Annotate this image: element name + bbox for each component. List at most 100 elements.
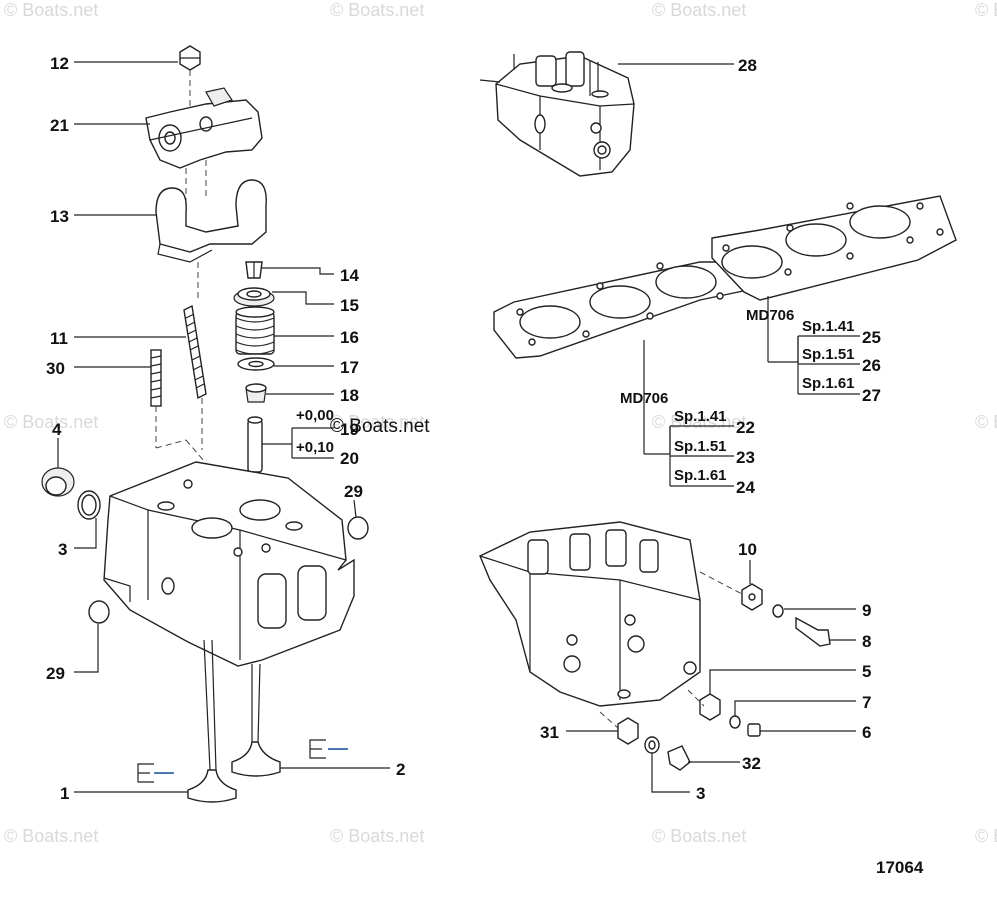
watermark: © Boats.net [975, 412, 997, 432]
rocker-bracket-part [145, 87, 263, 169]
cylinder-head-part [103, 461, 355, 667]
std-size-label: +0,00 [296, 407, 334, 424]
adapter-fitting-part [617, 717, 639, 745]
adapter-fitting-part [741, 583, 763, 611]
gasket-thickness-2: Sp.1.51 [674, 438, 727, 455]
callout-29: 29 [46, 664, 65, 683]
short-stud-part [150, 349, 162, 407]
callout-5: 5 [862, 662, 871, 681]
callout-labels: 12 21 13 11 30 4 3 29 29 1 2 14 15 16 17… [46, 54, 881, 803]
valve-spring-part [235, 306, 275, 355]
sealing-washer-part [77, 490, 101, 520]
expansion-plug-part [347, 516, 369, 540]
gasket-thickness-table-upper [767, 296, 860, 395]
callout-30: 30 [46, 359, 65, 378]
callout-20: 20 [340, 449, 359, 468]
callout-17: 17 [340, 358, 359, 377]
callout-21: 21 [50, 116, 69, 135]
gasket-thickness-3: Sp.1.61 [802, 375, 855, 392]
intake-valve-part [231, 663, 281, 777]
sealing-ring-part [772, 604, 784, 618]
callout-19: 19 [340, 420, 359, 439]
watermark: © Boats.net [330, 826, 424, 846]
watermark: © Boats.net [330, 0, 424, 20]
callout-31: 31 [540, 723, 559, 742]
watermark: © Boats.net [975, 826, 997, 846]
leader-lines-right [566, 560, 856, 793]
callout-18: 18 [340, 386, 359, 405]
temperature-sender-part [795, 616, 831, 647]
callout-1: 1 [60, 784, 69, 803]
watermark: © Boats.net [4, 0, 98, 20]
watermark: © Boats.net [652, 412, 746, 432]
callout-9: 9 [862, 601, 871, 620]
exhaust-valve-part [187, 639, 237, 803]
callout-27: 27 [862, 386, 881, 405]
callout-3: 3 [696, 784, 705, 803]
callout-29: 29 [344, 482, 363, 501]
watermark: © Boats.net [652, 826, 746, 846]
callout-11: 11 [50, 329, 68, 348]
gasket-thickness-3: Sp.1.61 [674, 467, 727, 484]
leader-lines-left [57, 61, 390, 793]
cylinder-head-gasket-part [493, 195, 957, 359]
watermark: © Boats.net [4, 826, 98, 846]
callout-28: 28 [738, 56, 757, 75]
sealing-ring-part [644, 736, 660, 754]
callout-8: 8 [862, 632, 871, 651]
valve-stem-seal-part [245, 383, 267, 403]
valve-guide-part [247, 416, 263, 473]
plug-screw-part [747, 723, 761, 737]
callout-2: 2 [396, 760, 405, 779]
callout-12: 12 [50, 54, 69, 73]
callout-4: 4 [52, 420, 62, 439]
watermark: © Boats.net [4, 412, 98, 432]
sealing-ring-part [729, 715, 741, 729]
spring-retainer-part [233, 287, 275, 307]
engine-block-part [479, 521, 701, 707]
gasket-thickness-1: Sp.1.41 [802, 318, 855, 335]
callout-32: 32 [742, 754, 761, 773]
expansion-plug-part [88, 600, 110, 624]
center-watermark: © Boats.net [330, 416, 430, 437]
gasket-model-label: MD706 [620, 390, 668, 407]
watermark: © Boats.net [330, 412, 424, 432]
valve-bridge-bracket-part [155, 179, 267, 263]
plug-part [41, 467, 75, 497]
gasket-upper-labels: MD706 Sp.1.41 Sp.1.51 Sp.1.61 [746, 307, 855, 392]
exhaust-symbol-icon [137, 763, 174, 783]
oversize-labels: +0,00 +0,10 [296, 407, 334, 456]
callout-6: 6 [862, 723, 871, 742]
callout-15: 15 [340, 296, 359, 315]
watermark: © Boats.net [652, 0, 746, 20]
gasket-thickness-1: Sp.1.41 [674, 408, 727, 425]
callout-13: 13 [50, 207, 69, 226]
gasket-lower-labels: MD706 Sp.1.41 Sp.1.51 Sp.1.61 [620, 390, 727, 484]
spring-washer-part [237, 357, 275, 371]
nut-part [179, 45, 201, 71]
callout-24: 24 [736, 478, 755, 497]
callout-25: 25 [862, 328, 881, 347]
callout-3: 3 [58, 540, 67, 559]
watermark-layer: © Boats.net © Boats.net © Boats.net © Bo… [4, 0, 997, 846]
intake-symbol-icon [309, 739, 348, 759]
callout-7: 7 [862, 693, 871, 712]
callout-26: 26 [862, 356, 881, 375]
adapter-fitting-part [699, 693, 721, 721]
gasket-thickness-table-lower [643, 340, 734, 487]
pressure-sender-part [667, 745, 691, 771]
callout-22: 22 [736, 418, 755, 437]
callout-10: 10 [738, 540, 757, 559]
callout-16: 16 [340, 328, 359, 347]
valve-keeper-part [245, 261, 263, 279]
callout-14: 14 [340, 266, 359, 285]
gasket-model-label: MD706 [746, 307, 794, 324]
long-stud-part [183, 304, 207, 400]
callout-23: 23 [736, 448, 755, 467]
gasket-thickness-2: Sp.1.51 [802, 346, 855, 363]
diagram-number: 17064 [876, 858, 924, 877]
cylinder-head-assembly-part [479, 51, 635, 177]
oversize-label: +0,10 [296, 439, 334, 456]
